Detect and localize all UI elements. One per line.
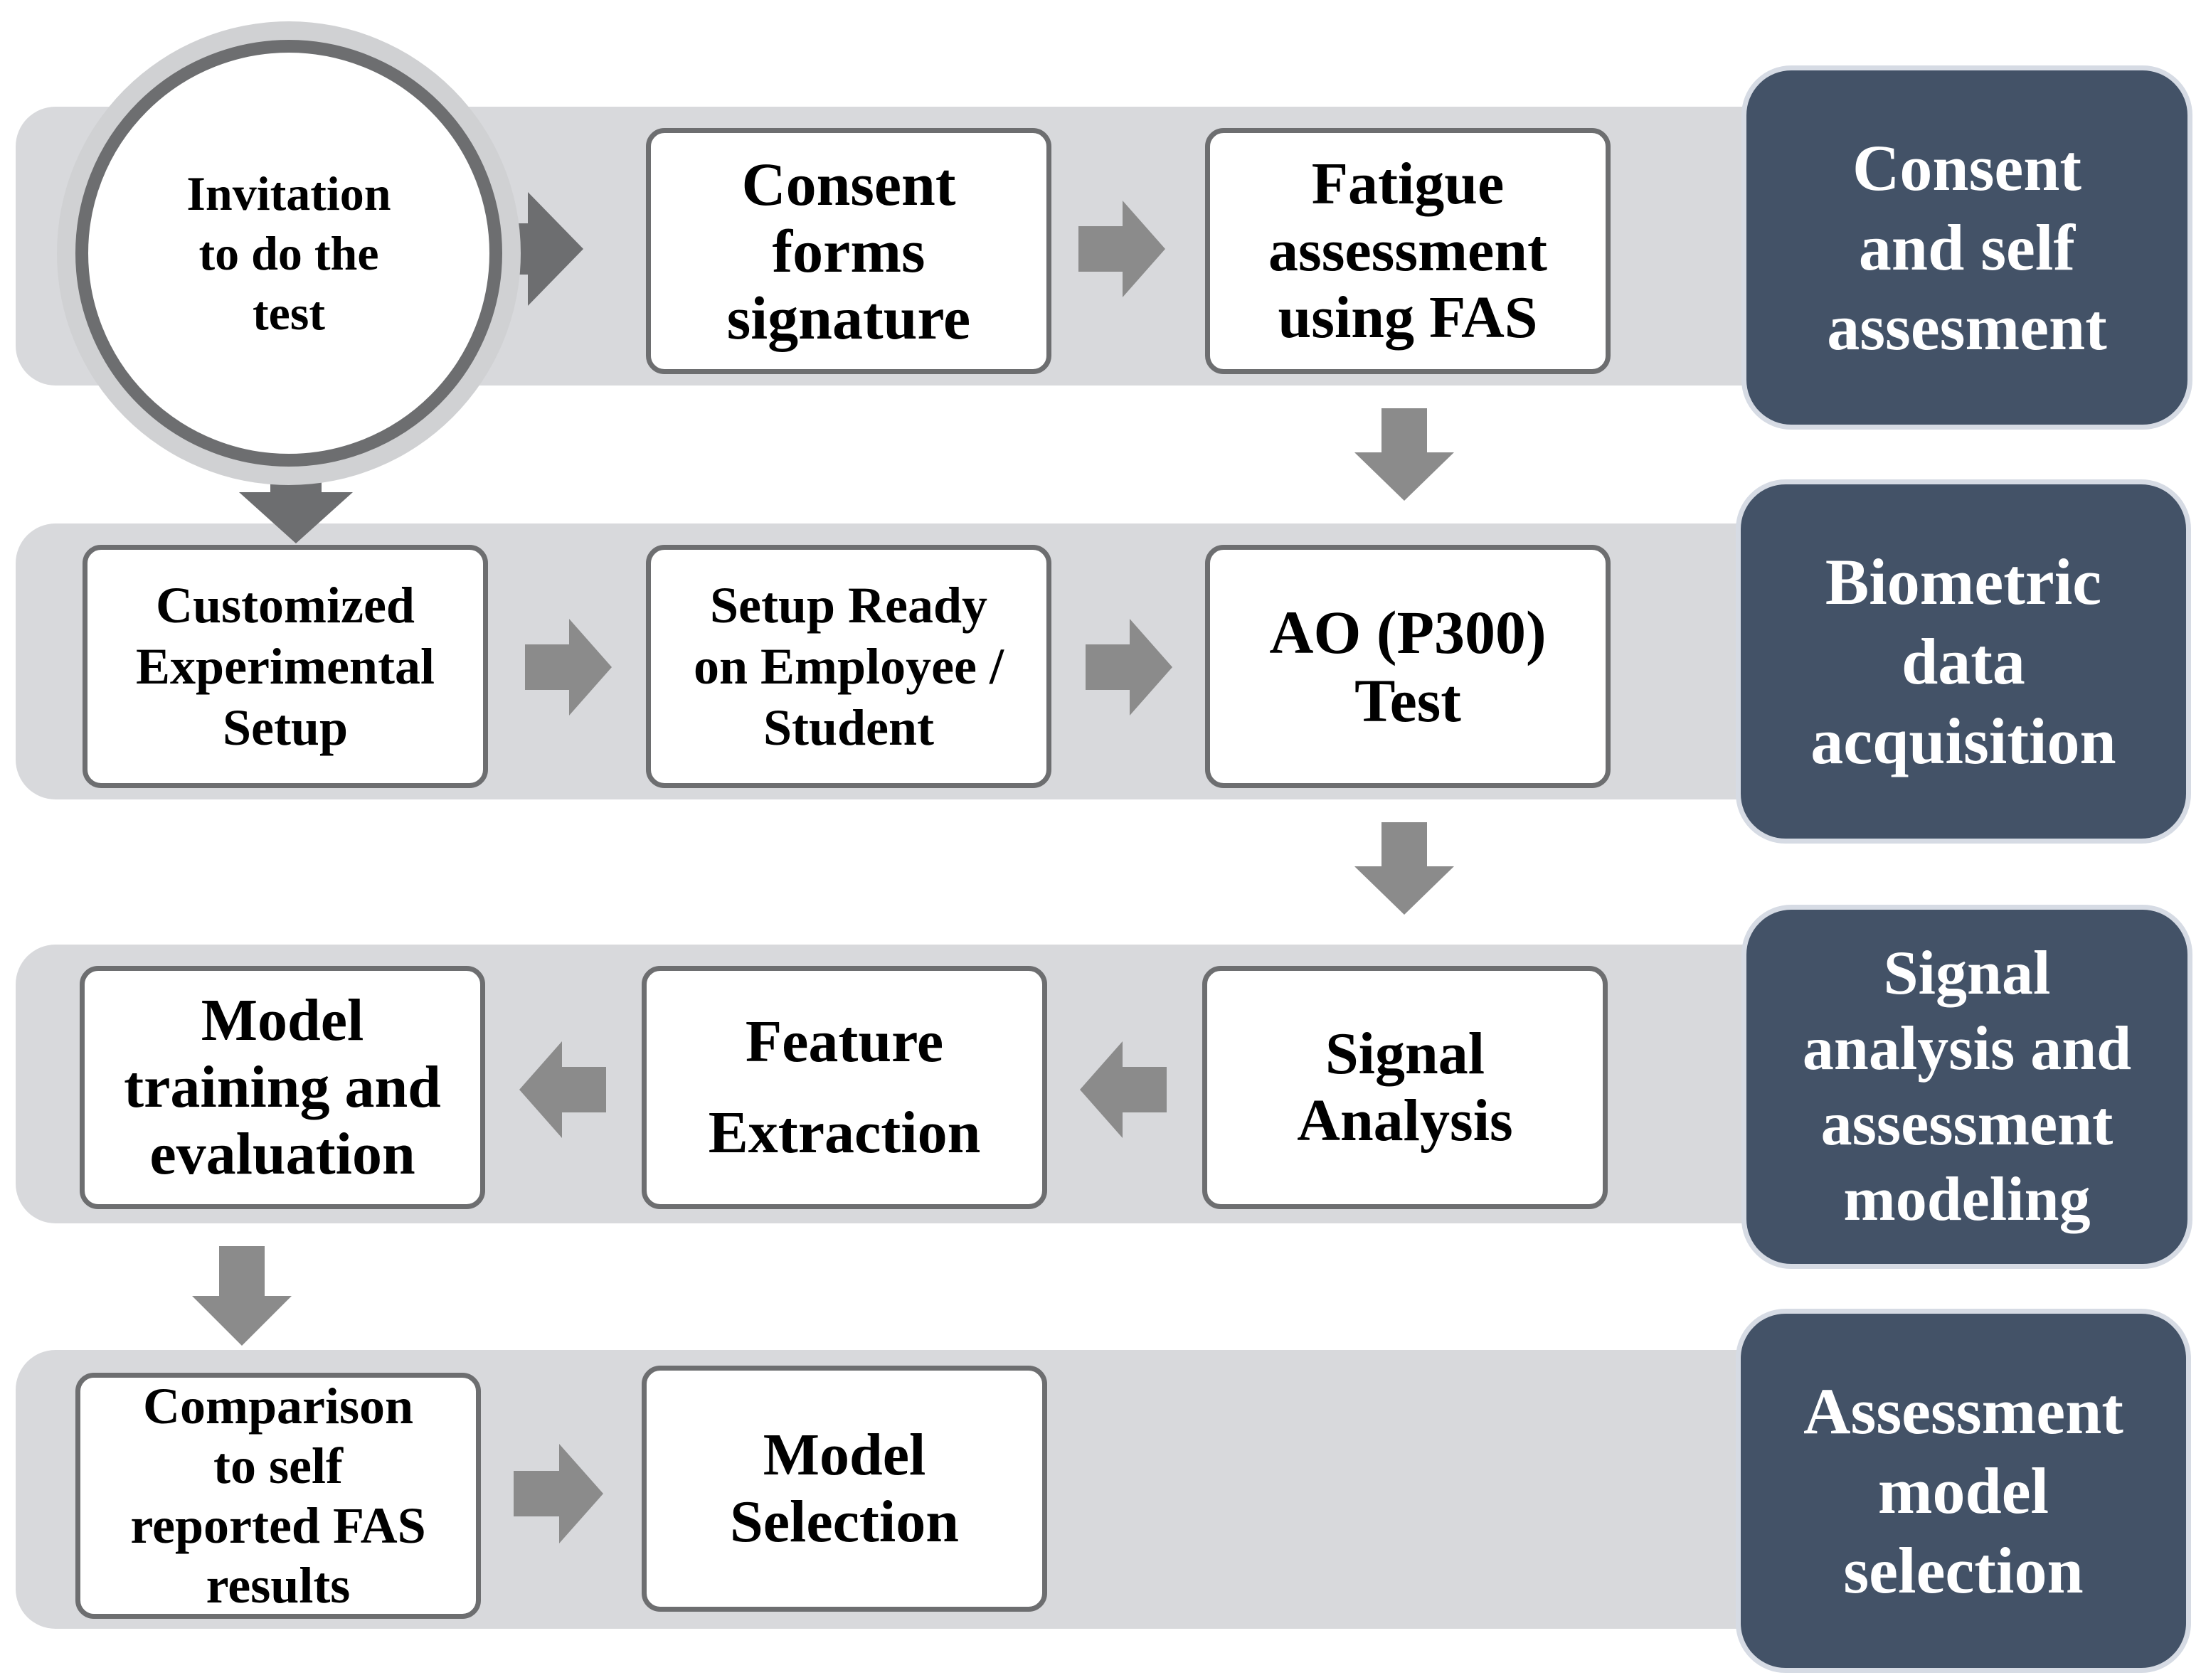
- fatigue-assessment-box: Fatigue assessment using FAS: [1205, 128, 1611, 374]
- consent-forms-box: Consent forms signature: [646, 128, 1051, 374]
- customized-setup-box: Customized Experimental Setup: [83, 545, 488, 788]
- model-training-box: Model training and evaluation: [80, 966, 485, 1209]
- arrow-right-icon: [1086, 619, 1172, 716]
- model-selection-label: Model Selection: [730, 1422, 959, 1555]
- invitation-label: Invitation to do the test: [186, 166, 391, 340]
- phase-assessment-label: Assessment model selection: [1803, 1375, 2123, 1607]
- ao-test-label: AO (P300) Test: [1269, 598, 1547, 735]
- arrow-right-icon: [525, 619, 612, 716]
- arrow-down-icon: [1354, 408, 1454, 501]
- arrow-left-icon: [519, 1041, 606, 1138]
- phase-consent-label: Consent and self assesment: [1827, 132, 2107, 363]
- arrow-down-icon: [192, 1246, 292, 1346]
- arrow-right-icon: [470, 192, 583, 306]
- arrow-down-icon: [1354, 822, 1454, 915]
- phase-signal-label: Signal analysis and assessment modeling: [1802, 939, 2132, 1234]
- phase-biometric-label: Biometric data acquisition: [1810, 546, 2116, 777]
- setup-ready-box: Setup Ready on Employee / Student: [646, 545, 1051, 788]
- phase-biometric-label-box: Biometric data acquisition: [1736, 479, 2191, 844]
- consent-forms-label: Consent forms signature: [726, 150, 971, 352]
- phase-assessment-label-box: Assessment model selection: [1736, 1309, 2191, 1673]
- fatigue-assessment-label: Fatigue assessment using FAS: [1268, 151, 1547, 351]
- invitation-circle: Invitation to do the test: [75, 40, 502, 467]
- customized-setup-label: Customized Experimental Setup: [136, 577, 435, 756]
- arrow-left-icon: [1080, 1041, 1167, 1138]
- comparison-label: Comparison to self reported FAS results: [130, 1378, 426, 1614]
- setup-ready-label: Setup Ready on Employee / Student: [693, 577, 1004, 756]
- signal-analysis-box: Signal Analysis: [1202, 966, 1608, 1209]
- comparison-box: Comparison to self reported FAS results: [75, 1373, 481, 1619]
- signal-analysis-label: Signal Analysis: [1297, 1021, 1513, 1154]
- arrow-right-icon: [514, 1444, 603, 1543]
- arrow-down-icon: [239, 455, 353, 543]
- model-training-label: Model training and evaluation: [124, 987, 441, 1187]
- ao-test-box: AO (P300) Test: [1205, 545, 1611, 788]
- model-selection-box: Model Selection: [642, 1366, 1047, 1612]
- phase-consent-label-box: Consent and self assesment: [1741, 65, 2192, 430]
- arrow-right-icon: [1078, 201, 1165, 297]
- feature-extraction-label: Feature Extraction: [708, 1009, 981, 1166]
- phase-signal-label-box: Signal analysis and assessment modeling: [1741, 905, 2192, 1269]
- feature-extraction-box: Feature Extraction: [642, 966, 1047, 1209]
